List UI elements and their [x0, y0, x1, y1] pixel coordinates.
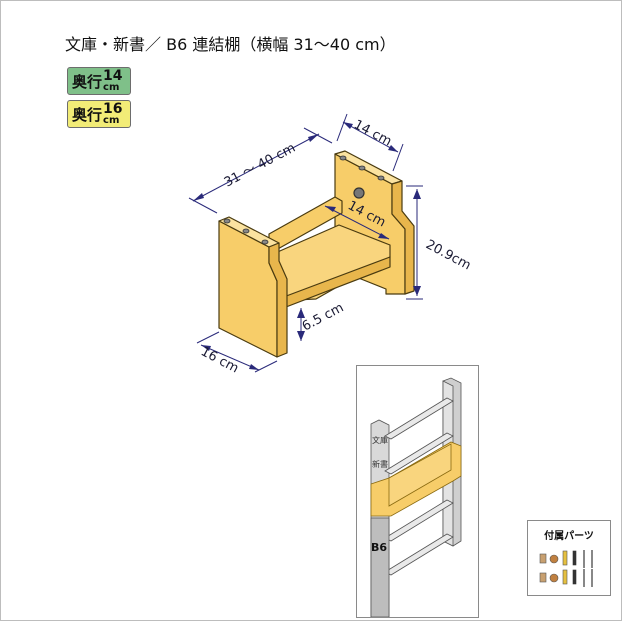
dimension-arrows: [193, 122, 421, 370]
leg-height-label: 6.5 cm: [300, 300, 346, 334]
pin-holes: [223, 155, 385, 245]
included-parts-box: 付属パーツ: [527, 520, 611, 596]
bookshelf-preview-illustration: 文庫 新書 B6: [370, 377, 462, 618]
connector-bolt-icon: [562, 550, 568, 566]
parts-row-1: [539, 550, 593, 568]
parts-row-2: [539, 569, 593, 587]
page-title: 文庫・新書／ B6 連結棚（横幅 31～40 cm）: [65, 35, 396, 54]
dowel-icon: [539, 553, 547, 564]
assembly-preview: 文庫 新書 B6: [356, 365, 479, 618]
preview-label-bunko: 文庫: [372, 435, 388, 445]
depth-14-badge: 奥行 14 cm: [67, 67, 131, 95]
badge-16-number: 16 cm: [103, 100, 123, 126]
shelf-illustration: [218, 150, 415, 358]
depth-bottom-label: 16 cm: [198, 344, 241, 376]
cam-nut-icon-2: [549, 573, 559, 583]
width-label: 31 ～ 40 cm: [222, 141, 298, 191]
screw-icon-2: [572, 569, 577, 585]
connector-bolt-icon-2: [562, 569, 568, 585]
badge-14-value: 14: [103, 67, 123, 84]
badge-14-kanji: 奥行: [72, 72, 103, 91]
depth-16-badge: 奥行 16 cm: [67, 100, 131, 128]
dowel-icon-2: [539, 572, 547, 583]
right-panel-edge: [391, 180, 415, 295]
badge-16-value: 16: [103, 100, 123, 117]
parts-title: 付属パーツ: [544, 531, 594, 542]
badge-14-number: 14 cm: [103, 67, 123, 93]
preview-label-b6: B6: [371, 541, 387, 554]
dimension-lines: [188, 113, 423, 373]
right-panel-hole: [353, 187, 365, 199]
cam-nut-icon: [549, 554, 559, 564]
parts-illustration: [539, 550, 593, 587]
depth-top-label: 14 cm: [351, 117, 394, 149]
screw-icon: [572, 550, 577, 566]
badge-16-unit: cm: [103, 114, 120, 126]
preview-label-shinsho: 新書: [372, 459, 388, 469]
height-label: 20.9cm: [423, 237, 473, 273]
badge-14-unit: cm: [103, 81, 120, 93]
left-panel-edge: [268, 242, 288, 358]
badge-16-kanji: 奥行: [72, 105, 103, 124]
